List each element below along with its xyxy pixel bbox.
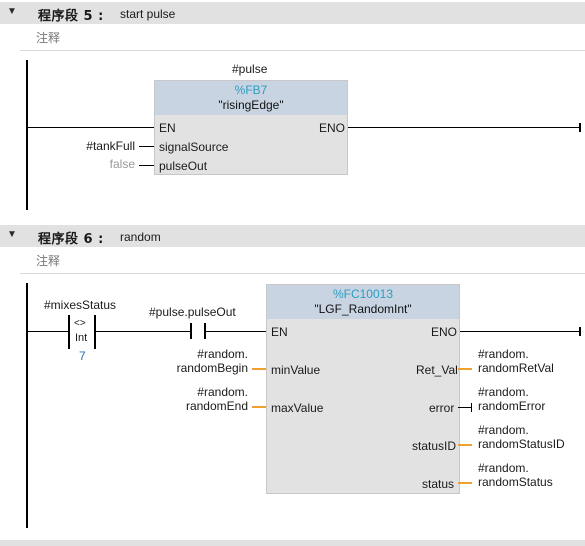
- retval-wire: [458, 368, 472, 370]
- signalsource-wire: [139, 146, 154, 147]
- operand-random-retval[interactable]: #random. randomRetVal: [478, 347, 554, 375]
- network-6-title: 程序段 6 :: [38, 232, 104, 247]
- network-6-comment-row[interactable]: 注释: [20, 247, 585, 274]
- network-5-title: 程序段 5 :: [38, 9, 104, 24]
- network-6-header[interactable]: ▼ 程序段 6 : random: [0, 225, 585, 247]
- rung-wire-2: [96, 331, 190, 332]
- fc-pin-error: error: [429, 401, 455, 415]
- collapse-triangle-down-icon[interactable]: ▼: [7, 229, 17, 240]
- fc-pin-statusid: statusID: [412, 439, 457, 453]
- maxvalue-wire: [252, 406, 266, 408]
- network-5-comment[interactable]: 注释: [36, 31, 61, 45]
- fc-pin-en: EN: [271, 325, 288, 339]
- fb-block-name: "risingEdge": [218, 98, 284, 112]
- fc-pin-maxvalue: maxValue: [271, 401, 324, 415]
- operand-random-error[interactable]: #random. randomError: [478, 385, 546, 413]
- compare-operand[interactable]: #mixesStatus: [44, 298, 117, 312]
- fc-pin-minvalue: minValue: [271, 363, 321, 377]
- fb-pin-signalsource: signalSource: [159, 140, 229, 154]
- network-6-name[interactable]: random: [120, 230, 161, 244]
- network-5-comment-row[interactable]: 注释: [20, 24, 585, 51]
- compare-operator: <>: [74, 318, 86, 329]
- network-5-name[interactable]: start pulse: [120, 7, 176, 21]
- fc-block-header: %FC10013 "LGF_RandomInt": [267, 285, 459, 319]
- right-rail-stub-2: [579, 327, 581, 336]
- en-wire: [28, 127, 154, 128]
- power-rail-left-2: [26, 283, 28, 528]
- eno-wire-2: [458, 331, 581, 332]
- fb-block-number: %FB7: [234, 83, 268, 97]
- right-rail-stub: [579, 123, 581, 132]
- rung-wire-1: [28, 331, 70, 332]
- error-wire: [458, 407, 472, 408]
- compare-type: Int: [75, 332, 88, 344]
- fb-pin-pulseout: pulseOut: [159, 159, 208, 173]
- contact-bar-right[interactable]: [204, 323, 206, 339]
- rung-wire-3: [206, 331, 266, 332]
- collapse-triangle-down-icon[interactable]: ▼: [7, 6, 17, 17]
- fc-randomint-block[interactable]: %FC10013 "LGF_RandomInt" EN ENO minValue…: [266, 284, 460, 494]
- fc-pin-retval: Ret_Val: [416, 363, 458, 377]
- operand-random-status[interactable]: #random. randomStatus: [478, 461, 553, 489]
- fb-pin-en: EN: [159, 121, 176, 135]
- compare-contact[interactable]: <> Int: [68, 315, 98, 349]
- fb-risingedge-block[interactable]: %FB7 "risingEdge" EN ENO signalSource pu…: [154, 80, 348, 175]
- contact-bar-left[interactable]: [190, 323, 192, 339]
- status-wire: [458, 482, 472, 484]
- contact-operand[interactable]: #pulse.pulseOut: [149, 305, 236, 319]
- operand-random-statusid[interactable]: #random. randomStatusID: [478, 423, 565, 451]
- minvalue-wire: [252, 368, 266, 370]
- compare-value[interactable]: 7: [79, 349, 86, 363]
- fb-pin-eno: ENO: [319, 121, 346, 135]
- operand-random-end[interactable]: #random. randomEnd: [185, 385, 248, 413]
- fc-pin-eno: ENO: [431, 325, 458, 339]
- eno-wire: [347, 127, 581, 128]
- network-5-header[interactable]: ▼ 程序段 5 : start pulse: [0, 2, 585, 24]
- fc-block-name: "LGF_RandomInt": [314, 302, 412, 316]
- fb-block-header: %FB7 "risingEdge": [155, 81, 347, 115]
- operand-false[interactable]: false: [109, 157, 135, 171]
- network-6-comment[interactable]: 注释: [36, 254, 61, 268]
- fc-pin-status: status: [422, 477, 455, 491]
- next-network-header-stub: [0, 540, 585, 546]
- statusid-wire: [458, 444, 472, 446]
- power-rail-left: [26, 60, 28, 210]
- operand-tankfull[interactable]: #tankFull: [86, 139, 135, 153]
- pulseout-wire: [139, 165, 154, 166]
- fc-block-number: %FC10013: [332, 287, 394, 301]
- fb-instance-label[interactable]: #pulse: [232, 62, 268, 76]
- operand-random-begin[interactable]: #random. randomBegin: [176, 347, 248, 375]
